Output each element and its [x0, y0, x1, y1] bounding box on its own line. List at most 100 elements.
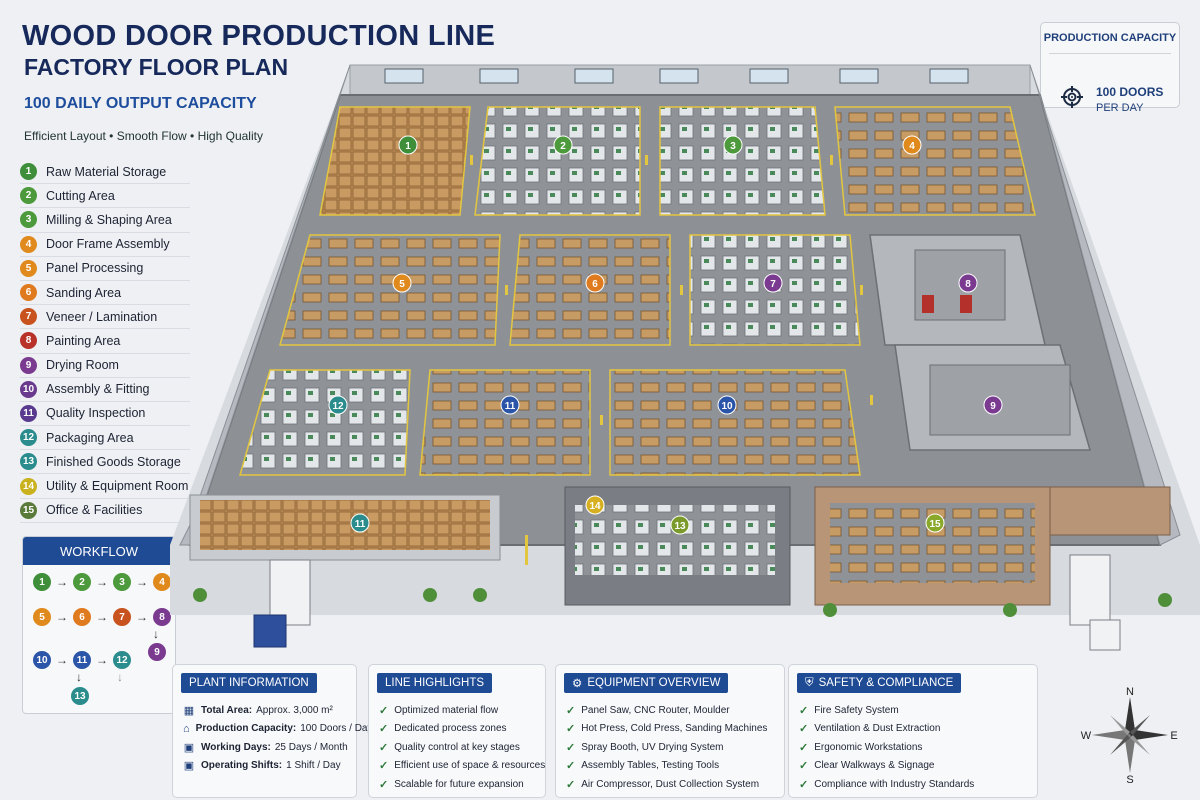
legend-item: 2 Cutting Area — [20, 184, 190, 209]
checklist-text: Compliance with Industry Standards — [814, 778, 975, 790]
plant-info-row: ▣Working Days:25 Days / Month — [183, 738, 350, 757]
legend-label: Panel Processing — [46, 261, 144, 276]
zone-badge-circle — [553, 135, 573, 155]
zone-badge-number: 5 — [399, 279, 405, 290]
legend-number-badge: 15 — [20, 501, 37, 519]
compass-s: S — [1126, 774, 1133, 785]
zone-badge-number: 10 — [721, 401, 733, 412]
zone-badge-circle — [328, 395, 348, 415]
check-icon: ✓ — [379, 723, 389, 736]
workflow-row-2: 5→6→7→8 — [33, 608, 171, 626]
area-icon: ▦ — [183, 704, 195, 717]
check-icon: ✓ — [799, 760, 809, 773]
plant-info-key: Working Days: — [201, 741, 271, 753]
capacity-label: PRODUCTION CAPACITY — [1043, 32, 1177, 44]
legend-number-badge: 13 — [20, 453, 37, 471]
checklist-item: ✓ Efficient use of space & resources — [379, 757, 545, 776]
zone-badge-circle — [958, 273, 978, 293]
compass-w: W — [1081, 730, 1092, 742]
zone-badge-number: 11 — [355, 519, 366, 530]
check-icon: ✓ — [799, 741, 809, 754]
plant-info-value: Approx. 3,000 m² — [256, 704, 333, 716]
check-icon: ✓ — [379, 704, 389, 717]
compass-rose-icon: N S W E — [1081, 686, 1178, 785]
legend-label: Packaging Area — [46, 430, 134, 445]
zone-badge-number: 11 — [505, 401, 516, 412]
checklist-item: ✓ Spray Booth, UV Drying System — [566, 738, 778, 757]
checklist-item: ✓ Assembly Tables, Testing Tools — [566, 757, 778, 776]
legend-number-badge: 14 — [20, 477, 37, 495]
safety-compliance-title: ⛨SAFETY & COMPLIANCE — [797, 673, 962, 693]
checklist-text: Efficient use of space & resources — [394, 760, 546, 772]
legend-number-badge: 9 — [20, 356, 37, 374]
shield-icon: ⛨ — [805, 676, 814, 689]
checklist-item: ✓Clear Walkways & Signage — [799, 757, 1031, 776]
workflow-step: 5 — [33, 608, 51, 626]
zone-badge-circle — [983, 395, 1003, 415]
capacity-divider — [1049, 53, 1171, 54]
legend-number-badge: 12 — [20, 429, 37, 447]
check-icon: ✓ — [379, 778, 389, 791]
zone-badge-number: 3 — [730, 141, 736, 152]
zone-badge-number: 9 — [990, 401, 996, 412]
workflow-down-arrow-2: ↓ — [76, 670, 82, 684]
legend-number-badge: 10 — [20, 380, 37, 398]
delivery-truck-right — [1069, 554, 1121, 651]
legend-label: Assembly & Fitting — [46, 382, 150, 397]
checklist-item: ✓Fire Safety System — [799, 701, 1031, 720]
target-icon — [1061, 86, 1083, 108]
checklist-item: ✓ Scalable for future expansion — [379, 775, 539, 794]
zone-badge-circle — [392, 273, 412, 293]
zone-badge-circle — [763, 273, 783, 293]
line-highlights-panel: LINE HIGHLIGHTS ✓Optimized material flow… — [368, 664, 546, 798]
legend-label: Veneer / Lamination — [46, 309, 158, 324]
check-icon: ✓ — [566, 704, 576, 717]
checklist-item: ✓Hot Press, Cold Press, Sanding Machines — [566, 720, 778, 739]
legend-number-badge: 1 — [20, 163, 37, 181]
checklist-text: Air Compressor, Dust Collection System — [581, 778, 760, 790]
checklist-item: ✓Ventilation & Dust Extraction — [799, 720, 1031, 739]
check-icon: ✓ — [379, 741, 389, 754]
zone-badge-number: 2 — [560, 141, 566, 152]
workflow-step: 3 — [113, 573, 131, 591]
workflow-arrow: → — [136, 610, 148, 624]
plant-info-key: Operating Shifts: — [201, 760, 283, 772]
checklist-text: Hot Press, Cold Press, Sanding Machines — [581, 723, 768, 735]
checklist-text: Scalable for future expansion — [394, 778, 524, 790]
check-icon: ✓ — [379, 760, 389, 773]
check-icon: ✓ — [566, 760, 576, 773]
checklist-text: Spray Booth, UV Drying System — [581, 741, 724, 753]
check-icon: ✓ — [566, 741, 576, 754]
workflow-down-arrow-3: ↓ — [117, 670, 123, 684]
checklist-text: Assembly Tables, Testing Tools — [581, 760, 720, 772]
workflow-step: 4 — [153, 573, 171, 591]
plant-info-value: 100 Doors / Day — [300, 723, 373, 735]
delivery-truck-left — [253, 559, 311, 648]
legend-number-badge: 11 — [20, 404, 37, 422]
zone-badge-circle — [925, 513, 945, 533]
plant-info-row: ▣Operating Shifts:1 Shift / Day — [183, 757, 350, 776]
plant-info-value: 1 Shift / Day — [286, 760, 341, 772]
workflow-step: 6 — [73, 608, 91, 626]
legend-label: Cutting Area — [46, 188, 115, 203]
checklist-text: Ventilation & Dust Extraction — [814, 723, 941, 735]
zone-badge-number: 15 — [929, 519, 941, 530]
zone-badge-number: 1 — [405, 141, 411, 152]
plant-info-key: Total Area: — [201, 704, 253, 716]
zone-badge-circle — [398, 135, 418, 155]
legend-number-badge: 3 — [20, 211, 37, 229]
legend-number-badge: 2 — [20, 187, 37, 205]
legend-number-badge: 7 — [20, 308, 37, 326]
checklist-item: ✓Optimized material flow — [379, 701, 539, 720]
checklist-text: Ergonomic Workstations — [814, 741, 923, 753]
legend-number-badge: 6 — [20, 284, 37, 302]
plant-information-panel: PLANT INFORMATION ▦Total Area:Approx. 3,… — [172, 664, 373, 798]
safety-compliance-panel: ⛨SAFETY & COMPLIANCE ✓Fire Safety System… — [788, 664, 1038, 798]
capacity-card: PRODUCTION CAPACITY 100 DOORS PER DAY — [1040, 22, 1180, 114]
